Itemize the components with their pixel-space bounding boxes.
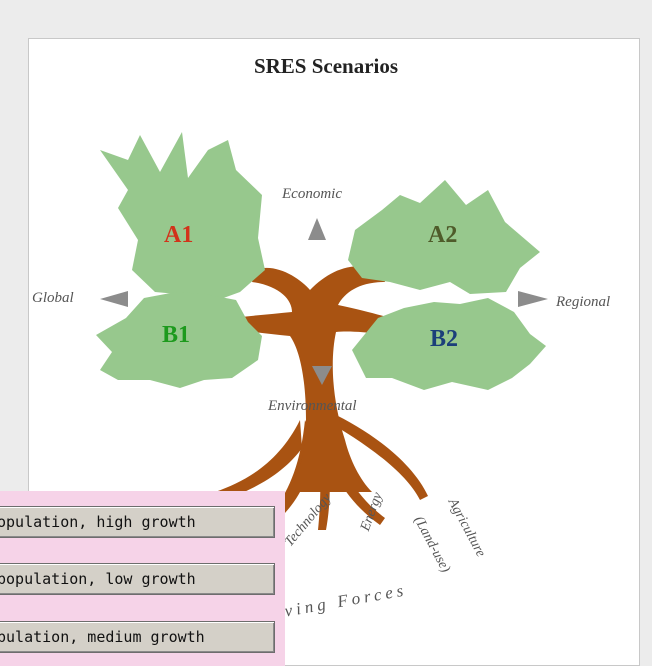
regional-arrow-icon — [518, 291, 548, 307]
scenario-a2-label: A2 — [428, 222, 458, 248]
diagram-title: SRES Scenarios — [253, 54, 399, 78]
population-medium-growth-button[interactable]: pulation, medium growth — [0, 621, 275, 653]
axis-environmental-label: Environmental — [268, 398, 357, 414]
axis-economic-label: Economic — [282, 186, 342, 202]
scenario-b2-label: B2 — [430, 326, 459, 352]
axis-regional-label: Regional — [556, 294, 611, 310]
global-arrow-icon — [100, 291, 128, 307]
environmental-arrow-icon — [312, 366, 332, 385]
axis-global-label: Global — [32, 290, 74, 306]
tree-trunk — [228, 266, 408, 492]
population-scenario-popup: opulation, high growth population, low g… — [0, 491, 285, 666]
scenario-a1-label: A1 — [164, 222, 194, 248]
population-low-growth-button[interactable]: population, low growth — [0, 563, 275, 595]
economic-arrow-icon — [308, 218, 326, 240]
axis-arrows — [100, 218, 548, 385]
population-high-growth-button[interactable]: opulation, high growth — [0, 506, 275, 538]
tree-foliage — [96, 132, 546, 390]
scenario-b1-label: B1 — [162, 322, 191, 348]
